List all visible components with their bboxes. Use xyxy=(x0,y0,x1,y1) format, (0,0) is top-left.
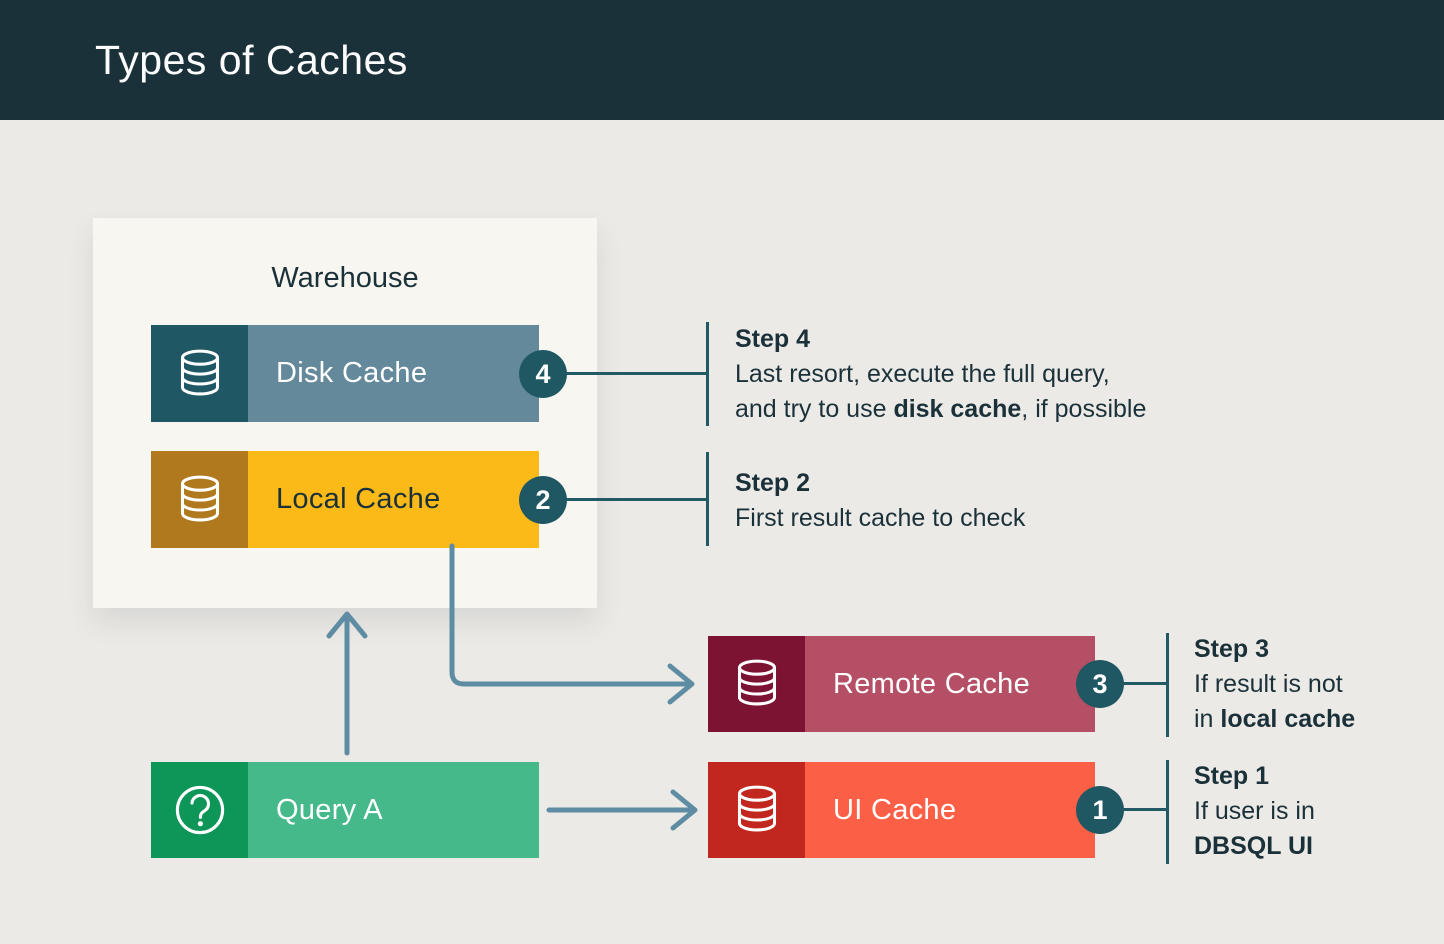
step-badge-2: 2 xyxy=(519,476,567,524)
local-cache-node: Local Cache xyxy=(151,451,539,548)
local-cache-label: Local Cache xyxy=(276,483,441,515)
ui-cache-node: UI Cache xyxy=(708,762,1095,858)
connector-badge1-line xyxy=(1122,808,1166,811)
remote-cache-node: Remote Cache xyxy=(708,636,1095,732)
step3-line1: If result is not xyxy=(1194,670,1343,698)
remote-cache-label: Remote Cache xyxy=(833,667,1031,700)
step1-line2: DBSQL UI xyxy=(1194,832,1313,860)
step1-title: Step 1 xyxy=(1194,762,1270,790)
step2-line1: First result cache to check xyxy=(735,504,1026,532)
question-icon xyxy=(151,762,248,858)
step4-line1: Last resort, execute the full query, xyxy=(735,360,1110,388)
step-4-annotation: Step 4 Last resort, execute the full que… xyxy=(735,322,1146,427)
step3-divider-line xyxy=(1166,633,1169,737)
disk-cache-label: Disk Cache xyxy=(276,357,428,389)
disk-cache-node: Disk Cache xyxy=(151,325,539,422)
ui-cache-label: UI Cache xyxy=(833,793,957,826)
database-icon xyxy=(708,762,805,858)
local-cache-bar: Local Cache xyxy=(248,451,539,548)
ui-cache-bar: UI Cache xyxy=(805,762,1095,858)
step-1-annotation: Step 1 If user is in DBSQL UI xyxy=(1194,759,1315,864)
arrow-query-to-warehouse xyxy=(326,611,368,756)
arrow-local-to-remote-cache xyxy=(449,543,695,705)
connector-badge4-line xyxy=(565,372,706,375)
step2-divider-line xyxy=(706,452,709,546)
step1-line1: If user is in xyxy=(1194,797,1315,825)
query-a-node: Query A xyxy=(151,762,539,858)
step3-title: Step 3 xyxy=(1194,635,1270,663)
query-a-label: Query A xyxy=(276,793,383,826)
warehouse-label: Warehouse xyxy=(271,262,419,294)
step2-title: Step 2 xyxy=(735,469,811,497)
step4-line2: and try to use disk cache, if possible xyxy=(735,395,1147,423)
header-bar: Types of Caches xyxy=(0,0,1444,120)
step1-divider-line xyxy=(1166,760,1169,864)
step-badge-4: 4 xyxy=(519,350,567,398)
database-icon xyxy=(151,451,248,548)
step-badge-3: 3 xyxy=(1076,660,1124,708)
arrow-query-to-ui-cache xyxy=(546,789,698,831)
remote-cache-bar: Remote Cache xyxy=(805,636,1095,732)
connector-badge2-line xyxy=(565,498,706,501)
disk-cache-bar: Disk Cache xyxy=(248,325,539,422)
database-icon xyxy=(151,325,248,422)
step4-title: Step 4 xyxy=(735,325,811,353)
step4-divider-line xyxy=(706,322,709,426)
step-badge-1: 1 xyxy=(1076,786,1124,834)
connector-badge3-line xyxy=(1122,682,1166,685)
step3-line2: in local cache xyxy=(1194,705,1356,733)
step-2-annotation: Step 2 First result cache to check xyxy=(735,466,1025,536)
step-3-annotation: Step 3 If result is not in local cache xyxy=(1194,632,1355,737)
page-title: Types of Caches xyxy=(95,36,408,83)
database-icon xyxy=(708,636,805,732)
query-a-bar: Query A xyxy=(248,762,539,858)
